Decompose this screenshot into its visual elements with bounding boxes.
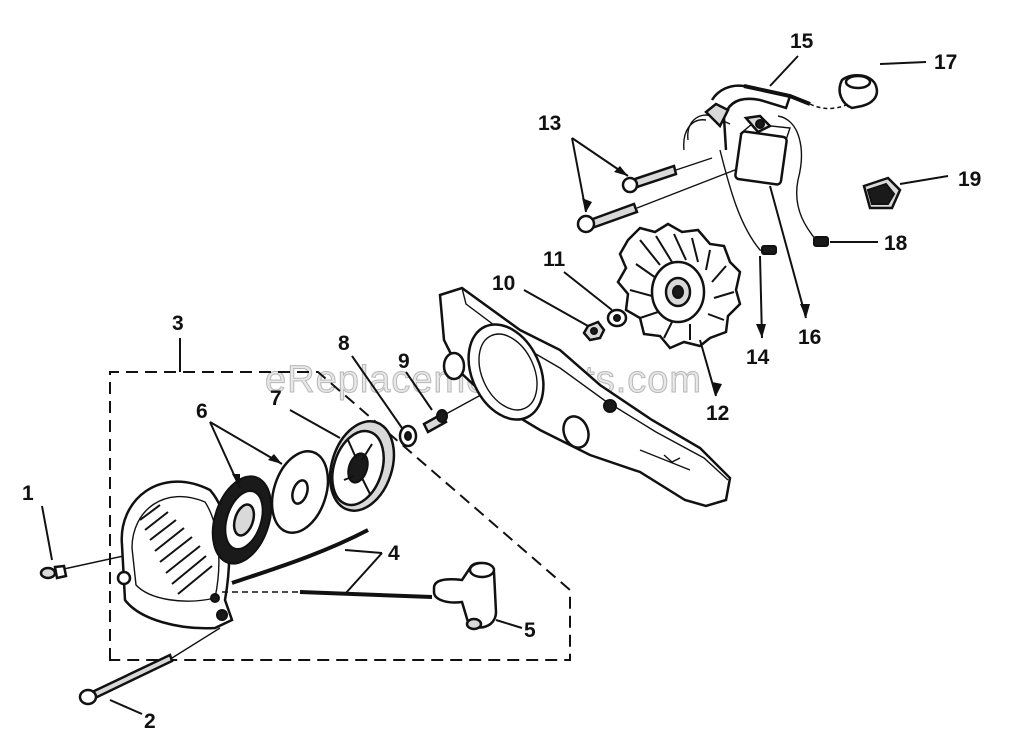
part-1-screw xyxy=(39,547,161,580)
callout-5: 5 xyxy=(524,619,536,642)
callout-9: 9 xyxy=(398,350,410,373)
callout-14: 14 xyxy=(746,346,770,369)
part-6-recoil-spring xyxy=(211,450,330,565)
leader-arrowheads xyxy=(232,166,810,488)
callout-4: 4 xyxy=(388,542,400,565)
callout-13: 13 xyxy=(538,112,561,135)
callout-11: 11 xyxy=(543,248,566,271)
part-5-starter-handle xyxy=(432,561,498,631)
part-10-nut xyxy=(582,320,606,342)
part-12-flywheel xyxy=(616,222,742,350)
part-13-bolts xyxy=(576,157,741,234)
leader-lines xyxy=(41,55,949,715)
callout-2: 2 xyxy=(144,710,156,733)
part-11-washer xyxy=(606,308,628,328)
callout-15: 15 xyxy=(790,30,814,53)
callout-19: 19 xyxy=(958,168,981,191)
callout-3: 3 xyxy=(172,312,184,335)
callout-8: 8 xyxy=(338,332,350,355)
part-15-spark-plug-lead xyxy=(743,84,849,110)
callout-10: 10 xyxy=(492,272,515,295)
callout-18: 18 xyxy=(884,232,908,255)
part-17-spark-plug-boot xyxy=(838,73,879,110)
part-2-bolt xyxy=(78,627,221,706)
fan-housing-cover xyxy=(438,286,732,508)
part-7-pulley xyxy=(328,420,396,512)
callout-7: 7 xyxy=(270,387,282,410)
callout-6: 6 xyxy=(196,400,208,423)
part-16-ignition-module xyxy=(683,84,829,255)
part-4-starter-rope xyxy=(222,528,433,599)
assembly-3-boundary xyxy=(109,371,571,661)
callout-16: 16 xyxy=(798,326,821,349)
callout-17: 17 xyxy=(934,51,957,74)
part-19-switch xyxy=(862,176,902,210)
part-8-washer xyxy=(398,424,418,448)
callout-1: 1 xyxy=(22,482,34,505)
callout-12: 12 xyxy=(706,402,729,425)
part-9-screw xyxy=(422,389,491,434)
starter-housing xyxy=(116,480,234,630)
